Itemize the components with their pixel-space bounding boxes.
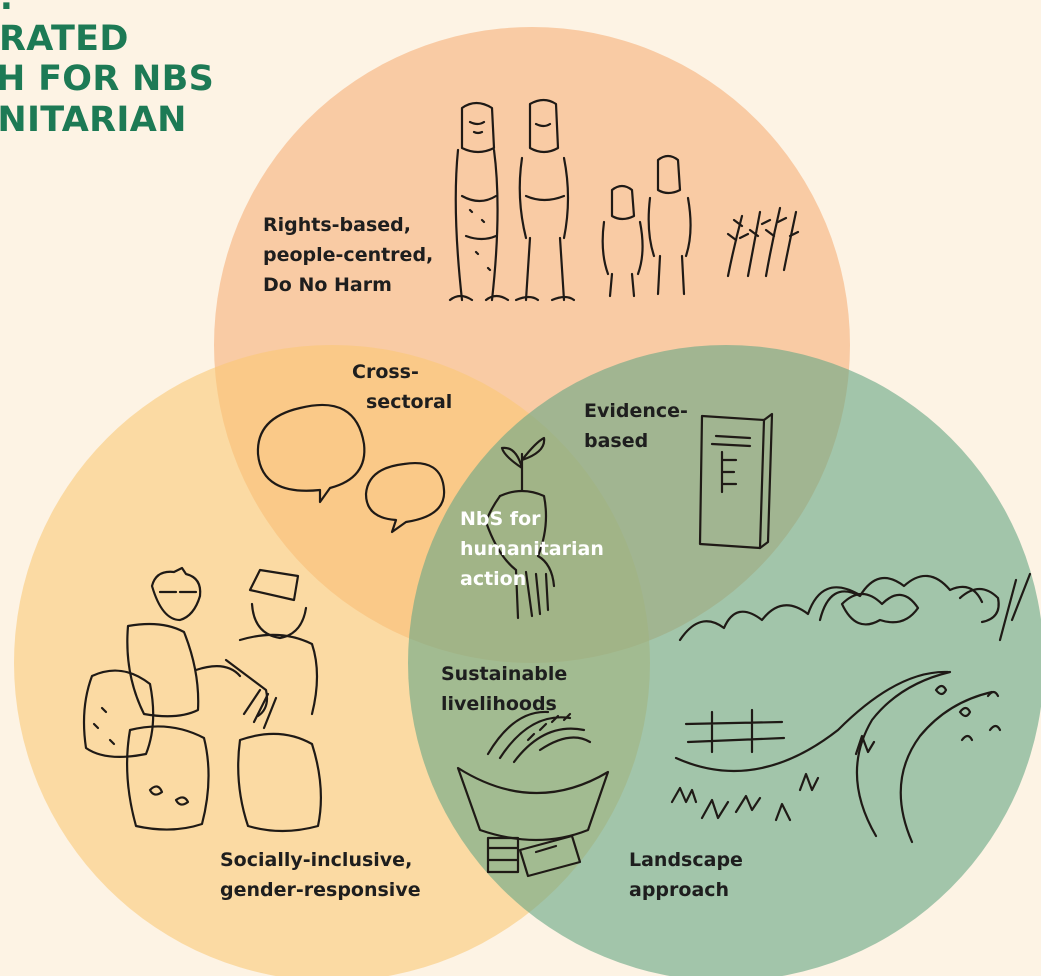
label-cross-sectoral: Cross- sectoral bbox=[352, 357, 452, 417]
label-cross-line-2: sectoral bbox=[366, 391, 453, 413]
label-rights-line-2: people-centred, bbox=[263, 244, 434, 266]
label-center-line-1: NbS for bbox=[460, 508, 541, 530]
label-center-line-3: action bbox=[460, 568, 527, 590]
label-cross-line-1: Cross- bbox=[352, 361, 419, 383]
label-evidence-line-2: based bbox=[584, 430, 649, 452]
label-center-nbs: NbS for humanitarian action bbox=[460, 504, 604, 594]
diagram-title: D: GRATED CH FOR NBS ANITARIAN bbox=[0, 0, 214, 140]
circle-landscape-approach bbox=[408, 345, 1041, 976]
label-socially-inclusive: Socially-inclusive, gender-responsive bbox=[220, 845, 421, 905]
title-line-4: ANITARIAN bbox=[0, 99, 187, 140]
people-family-sketch-icon bbox=[448, 98, 800, 302]
harvest-basket-sketch-icon bbox=[456, 710, 610, 878]
title-line-3: CH FOR NBS bbox=[0, 59, 215, 99]
label-landscape-line-2: approach bbox=[629, 879, 730, 901]
label-evidence-line-1: Evidence- bbox=[584, 400, 688, 422]
speech-bubbles-sketch-icon bbox=[256, 403, 446, 534]
label-evidence-based: Evidence- based bbox=[584, 396, 688, 456]
label-social-line-2: gender-responsive bbox=[220, 879, 421, 901]
label-rights-based: Rights-based, people-centred, Do No Harm bbox=[263, 210, 433, 300]
title-line-1: D: bbox=[0, 0, 214, 19]
community-group-sketch-icon bbox=[82, 566, 322, 833]
label-landscape-line-1: Landscape bbox=[629, 849, 743, 871]
label-sustainable-livelihoods: Sustainable livelihoods bbox=[441, 659, 567, 719]
label-livelihoods-line-1: Sustainable bbox=[441, 663, 568, 685]
label-livelihoods-line-2: livelihoods bbox=[441, 693, 557, 715]
landscape-river-sketch-icon bbox=[670, 572, 1032, 844]
label-social-line-1: Socially-inclusive, bbox=[220, 849, 413, 871]
label-landscape-approach: Landscape approach bbox=[629, 845, 743, 905]
title-line-2: GRATED bbox=[0, 18, 129, 59]
label-rights-line-1: Rights-based, bbox=[263, 214, 411, 236]
label-rights-line-3: Do No Harm bbox=[263, 274, 392, 296]
report-document-sketch-icon bbox=[698, 412, 774, 550]
label-center-line-2: humanitarian bbox=[460, 538, 604, 560]
hand-seedling-sketch-icon bbox=[484, 436, 556, 620]
